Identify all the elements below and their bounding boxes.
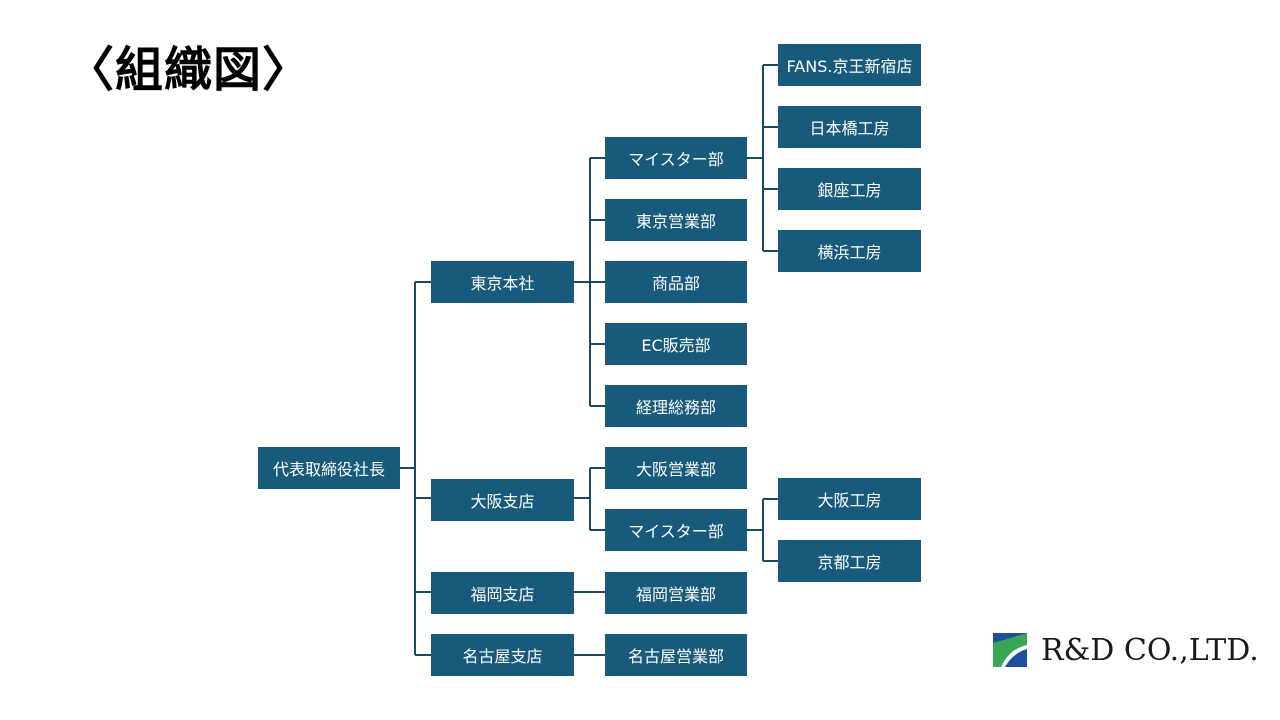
org-node-kyoto-studio: 京都工房 xyxy=(778,540,921,582)
org-node-fukuoka-sales-dept: 福岡営業部 xyxy=(605,572,747,614)
org-node-osaka-meister-dept: マイスター部 xyxy=(605,509,747,551)
company-logo-icon xyxy=(993,633,1027,667)
org-node-tokyo-sales-dept: 東京営業部 xyxy=(605,199,747,241)
org-node-tokyo-head-office: 東京本社 xyxy=(431,261,574,303)
company-logo-text: R&D CO.,LTD. xyxy=(1041,632,1259,668)
org-node-ec-sales-dept: EC販売部 xyxy=(605,323,747,365)
org-node-nihonbashi-studio: 日本橋工房 xyxy=(778,106,921,148)
page-title: 〈組織図〉 xyxy=(66,42,312,98)
org-node-yokohama-studio: 横浜工房 xyxy=(778,230,921,272)
org-node-osaka-studio: 大阪工房 xyxy=(778,478,921,520)
org-node-president: 代表取締役社長 xyxy=(258,447,400,489)
org-node-fukuoka-branch: 福岡支店 xyxy=(431,572,574,614)
org-node-products-dept: 商品部 xyxy=(605,261,747,303)
org-node-nagoya-branch: 名古屋支店 xyxy=(431,634,574,676)
org-node-osaka-branch: 大阪支店 xyxy=(431,479,574,521)
org-node-osaka-sales-dept: 大阪営業部 xyxy=(605,447,747,489)
org-node-accounting-dept: 経理総務部 xyxy=(605,385,747,427)
org-node-ginza-studio: 銀座工房 xyxy=(778,168,921,210)
org-node-fans-shinjuku-store: FANS.京王新宿店 xyxy=(778,44,921,86)
org-node-tokyo-meister-dept: マイスター部 xyxy=(605,137,747,179)
company-logo: R&D CO.,LTD. xyxy=(993,632,1259,668)
org-node-nagoya-sales-dept: 名古屋営業部 xyxy=(605,634,747,676)
